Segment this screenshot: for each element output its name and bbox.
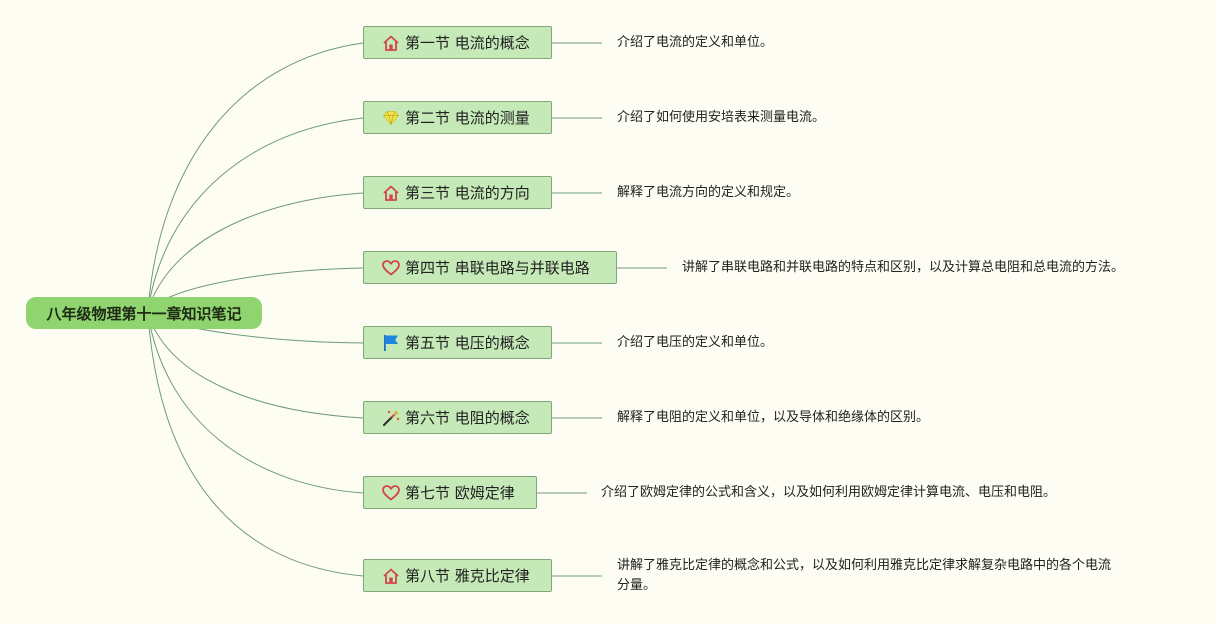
branch-4-note: 讲解了串联电路和并联电路的特点和区别，以及计算总电阻和总电流的方法。 — [682, 260, 1125, 275]
branch-2-note: 介绍了如何使用安培表来测量电流。 — [617, 110, 826, 125]
branch-7[interactable]: 第七节 欧姆定律 — [363, 476, 537, 509]
magic-wand-icon — [381, 408, 401, 428]
curve-7 — [147, 313, 364, 494]
branch-5-label: 第五节 电压的概念 — [405, 334, 530, 352]
branch-1-note: 介绍了电流的定义和单位。 — [617, 35, 774, 50]
branch-3-label: 第三节 电流的方向 — [405, 184, 530, 202]
branch-3[interactable]: 第三节 电流的方向 — [363, 176, 552, 209]
branch-3-note: 解释了电流方向的定义和规定。 — [617, 185, 800, 200]
branch-8-label: 第八节 雅克比定律 — [405, 567, 530, 585]
curve-8 — [147, 313, 364, 577]
branch-1-label: 第一节 电流的概念 — [405, 34, 530, 52]
branch-4-label: 第四节 串联电路与并联电路 — [405, 259, 590, 277]
heart-icon — [381, 258, 401, 278]
branch-4[interactable]: 第四节 串联电路与并联电路 — [363, 251, 617, 284]
heart-icon — [381, 483, 401, 503]
branch-5-note: 介绍了电压的定义和单位。 — [617, 335, 774, 350]
house-icon — [381, 566, 401, 586]
branch-1[interactable]: 第一节 电流的概念 — [363, 26, 552, 59]
branch-7-label: 第七节 欧姆定律 — [405, 484, 515, 502]
branch-6-note: 解释了电阻的定义和单位，以及导体和绝缘体的区别。 — [617, 410, 930, 425]
branch-6-label: 第六节 电阻的概念 — [405, 409, 530, 427]
branch-7-note: 介绍了欧姆定律的公式和含义，以及如何利用欧姆定律计算电流、电压和电阻。 — [601, 485, 1057, 500]
curve-2 — [147, 117, 364, 311]
root-topic-label: 八年级物理第十一章知识笔记 — [46, 304, 242, 323]
flag-icon — [381, 333, 401, 353]
branch-2-label: 第二节 电流的测量 — [405, 109, 530, 127]
branch-8-note: 讲解了雅克比定律的概念和公式，以及如何利用雅克比定律求解复杂电路中的各个电流分量… — [617, 558, 1112, 593]
branch-8[interactable]: 第八节 雅克比定律 — [363, 559, 552, 592]
curve-1 — [147, 42, 364, 311]
gem-icon — [381, 108, 401, 128]
branch-6[interactable]: 第六节 电阻的概念 — [363, 401, 552, 434]
house-icon — [381, 183, 401, 203]
branch-5[interactable]: 第五节 电压的概念 — [363, 326, 552, 359]
house-icon — [381, 33, 401, 53]
branch-2[interactable]: 第二节 电流的测量 — [363, 101, 552, 134]
curve-6 — [147, 313, 364, 419]
curve-3 — [147, 192, 364, 311]
root-topic[interactable]: 八年级物理第十一章知识笔记 — [26, 297, 262, 329]
